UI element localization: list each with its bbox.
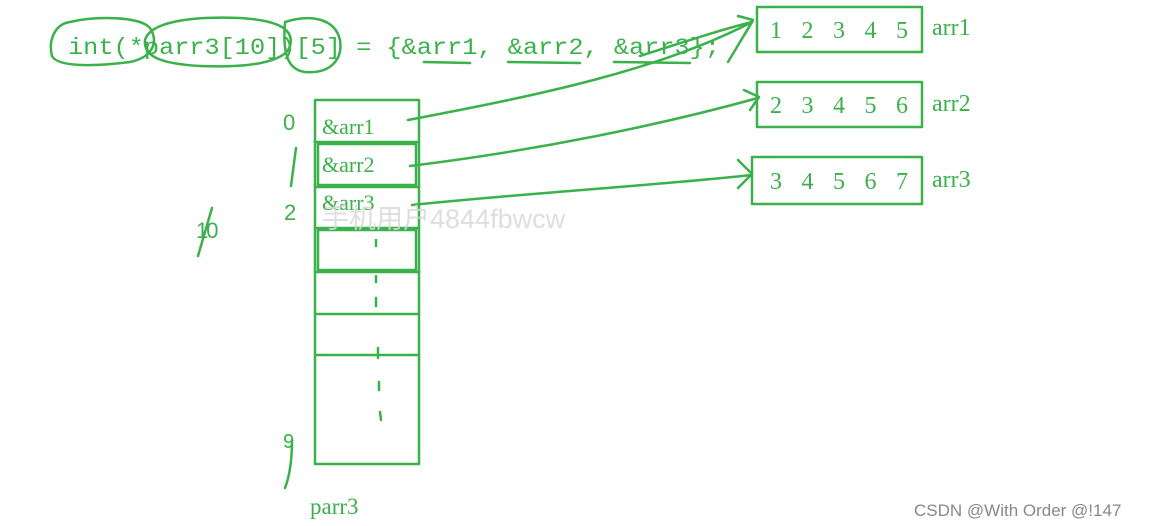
underline-arr2: [506, 60, 582, 65]
index-label-9: 9: [283, 431, 294, 453]
array-box-arr2: [755, 80, 924, 129]
array-box-arr1: [755, 5, 924, 54]
watermark-text: 手机用户4844fbwcw: [322, 204, 566, 234]
index-label-2: 2: [284, 200, 296, 225]
footer-credit: CSDN @With Order @!147: [914, 501, 1121, 520]
array-name-arr3: arr3: [932, 167, 971, 193]
index-nine-tail: [283, 438, 294, 490]
oval-pointer-group: [283, 16, 342, 74]
arrow-head: [742, 88, 761, 112]
ellipsis-mark: [374, 238, 383, 422]
size-note: 10: [196, 218, 218, 243]
array-box-arr3: [750, 155, 924, 206]
oval-int-star: [49, 16, 156, 67]
parr3-column: [313, 98, 421, 466]
parr3-cell-2: &arr3: [322, 190, 375, 215]
index-label-1: 1: [288, 181, 290, 183]
pointer-arrow-arr2: [408, 96, 760, 168]
array-values-arr1: 1 2 3 4 5: [770, 18, 908, 44]
index-one-stroke: [289, 146, 298, 188]
pointer-arrow-arr1: [406, 20, 754, 122]
index-label-0: 0: [283, 110, 295, 135]
parr3-cell-1: &arr2: [322, 152, 375, 177]
declaration-slash: [726, 20, 754, 64]
arrow-head: [736, 158, 754, 190]
oval-parr3-array: [143, 16, 292, 68]
array-values-arr2: 2 3 4 5 6: [770, 93, 908, 119]
size-note-stroke: [196, 206, 214, 258]
array-name-arr1: arr1: [932, 15, 971, 41]
underline-arr1: [422, 60, 472, 65]
parr3-cell-0: &arr1: [322, 114, 375, 139]
array-name-arr2: arr2: [932, 91, 971, 117]
declaration-code: int(*parr3[10])[5] = {&arr1, &arr2, &arr…: [68, 35, 720, 61]
parr3-cell-highlight: [316, 228, 418, 272]
pointer-arrow-arr3: [410, 173, 754, 207]
array-values-arr3: 3 4 5 6 7: [770, 169, 908, 195]
parr3-label: parr3: [310, 494, 359, 519]
pointer-arrow-arr1-decl: [638, 20, 754, 58]
